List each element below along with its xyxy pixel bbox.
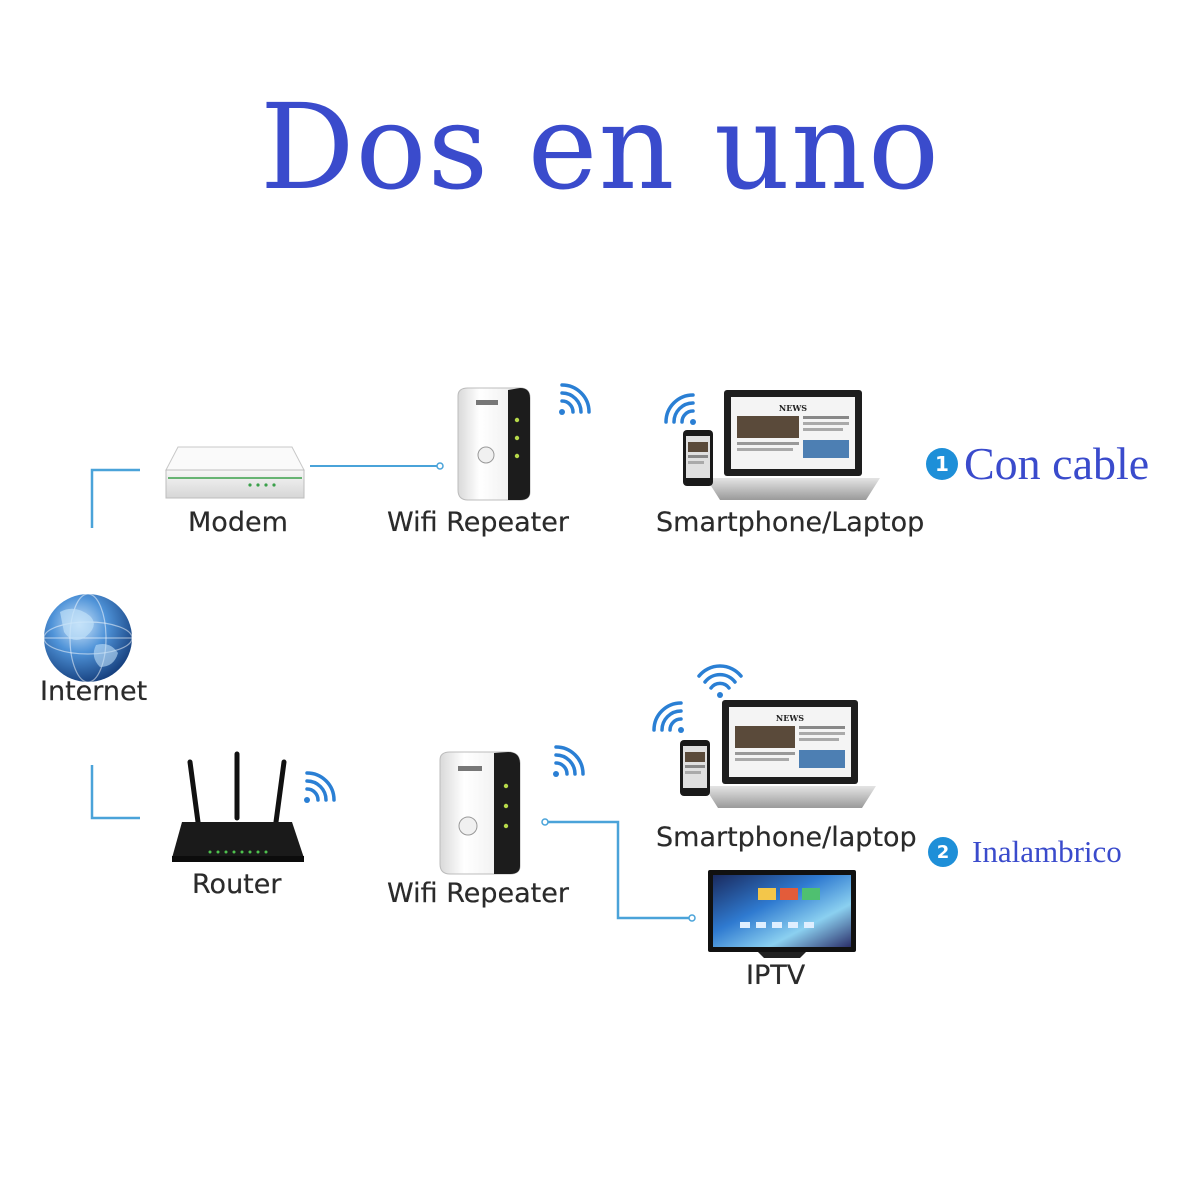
wireless-mode-text: Inalambrico (972, 834, 1122, 869)
wired-device-label: Smartphone/Laptop (656, 507, 925, 538)
globe-icon (43, 593, 133, 683)
svg-text:NEWS: NEWS (776, 713, 804, 723)
internet-to-modem-line (90, 468, 140, 528)
wifi-signal-icon (304, 771, 336, 803)
modem-label: Modem (188, 507, 288, 538)
wifi-signal-icon (664, 393, 696, 425)
step-2-badge: 2 (928, 837, 958, 867)
wireless-device-label: Smartphone/laptop (656, 822, 917, 853)
wifi-repeater-icon (457, 387, 531, 501)
laptop-smartphone-icon: NEWS (683, 390, 880, 500)
wireless-mode-label: 2 Inalambrico (928, 834, 1122, 870)
step-1-badge: 1 (926, 447, 958, 480)
wired-repeater-label: Wifi Repeater (387, 507, 569, 538)
laptop-smartphone-icon: NEWS (680, 700, 876, 808)
wifi-signal-icon (553, 745, 585, 777)
wifi-signal-icon (652, 701, 684, 733)
modem-icon (165, 446, 305, 499)
router-label: Router (192, 869, 282, 900)
tv-icon (708, 870, 856, 958)
repeater-to-iptv-cable (545, 820, 692, 920)
iptv-label: IPTV (746, 960, 806, 991)
router-icon (172, 751, 304, 862)
wifi-repeater-icon (439, 751, 521, 875)
internet-label: Internet (40, 676, 148, 707)
wired-mode-text: Con cable (964, 438, 1150, 489)
internet-to-router-line (90, 765, 140, 820)
wifi-signal-icon (697, 664, 743, 698)
connector-lines (90, 465, 692, 920)
wireless-repeater-label: Wifi Repeater (387, 878, 569, 909)
svg-text:NEWS: NEWS (779, 403, 807, 413)
wired-mode-label: 1 Con cable (926, 437, 1149, 490)
wifi-signal-icon (559, 383, 591, 415)
page-title: Dos en uno (259, 78, 941, 216)
